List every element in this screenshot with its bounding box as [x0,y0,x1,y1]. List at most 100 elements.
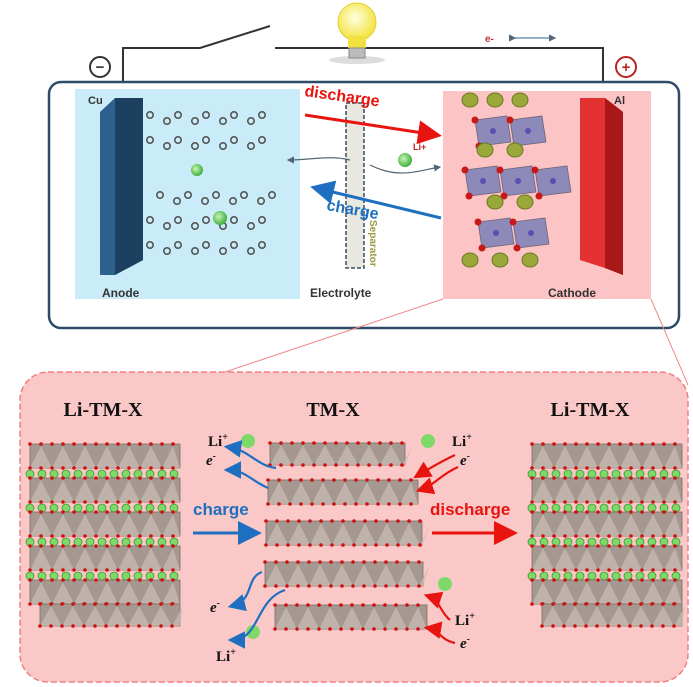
anion-atom [127,500,131,504]
anion-atom [629,442,633,446]
anion-atom [372,627,376,631]
cathode-crystal-structure [461,92,572,268]
carbon-atom [202,241,211,250]
carbon-atom [202,136,211,145]
carbon-atom [146,136,155,145]
anion-atom [585,466,589,470]
octahedron-face [162,514,180,536]
anion-atom [61,442,65,446]
octahedron-face [664,514,682,536]
anion-atom [541,568,545,572]
anion-atom [662,578,666,582]
octahedron-face [140,446,162,468]
anion-atom [273,603,277,607]
lithiated-structure-left [25,442,183,628]
anion-atom [50,510,54,514]
anion-atom [618,510,622,514]
tm-atom [493,230,499,236]
carbon-atom [247,222,256,231]
anion-atom [61,466,65,470]
carbon-atom [202,111,211,120]
anion-atom [618,544,622,548]
anion-atom [170,624,174,628]
anion-atom [28,534,32,538]
octahedron-face [140,582,162,604]
anion-atom [127,568,131,572]
anion-atom [266,502,270,506]
lithium-atom [85,503,95,513]
anion-atom [596,510,600,514]
anion-atom [319,543,323,547]
anion-atom [286,519,290,523]
anion-atom [160,578,164,582]
anion-atom [264,519,268,523]
anion-atom [629,544,633,548]
lithium-atom [587,469,597,479]
anion-atom [640,476,644,480]
anion-atom [662,466,666,470]
anion-atom [530,510,534,514]
anion-atom [171,544,175,548]
carbon-atom [230,136,239,145]
anion-atom [39,568,43,572]
anion-atom [72,510,76,514]
anion-atom [628,624,632,628]
octahedron-face [419,564,430,586]
anion-atom [418,519,422,523]
anion-atom [171,578,175,582]
anion-atom [378,441,382,445]
carbon-atom [163,247,172,256]
anion-atom [584,624,588,628]
anion-atom [607,568,611,572]
anion-atom [574,500,578,504]
octahedron-face [554,582,576,604]
oxygen-atom [509,218,517,226]
electron-label: e- [210,598,220,616]
oxygen-atom [496,166,504,174]
anion-atom [563,476,567,480]
octahedron-face [118,582,140,604]
carbon-atom [257,216,266,225]
anion-atom [541,510,545,514]
lithium-atom [486,92,504,108]
octahedron-face [292,445,314,465]
anion-atom [372,603,376,607]
anion-atom [650,624,654,628]
anion-atom [263,584,267,588]
anion-atom [416,627,420,631]
anion-atom [61,568,65,572]
tm-atom [480,178,486,184]
anion-atom [574,578,578,582]
carbon-atom [191,222,200,231]
anion-atom [618,500,622,504]
octahedron-face [402,445,413,465]
octahedron-face [172,606,183,626]
anion-atom [530,544,534,548]
octahedron-face [598,514,620,536]
anion-atom [376,478,380,482]
oxygen-atom [535,192,543,200]
anion-atom [319,519,323,523]
octahedron-face [74,446,96,468]
anion-atom [148,602,152,606]
anion-atom [317,627,321,631]
anion-atom [629,534,633,538]
li-ion-label: Li+ [216,647,236,665]
anion-atom [332,502,336,506]
anion-atom [137,602,141,606]
anion-atom [573,602,577,606]
anion-atom [285,560,289,564]
anion-atom [263,560,267,564]
anion-atom [38,624,42,628]
anion-atom [329,560,333,564]
anion-atom [318,560,322,564]
anion-atom [264,543,268,547]
anion-atom [552,544,556,548]
anion-atom [171,466,175,470]
anion-atom [562,602,566,606]
anion-atom [93,624,97,628]
ion-flow-to-cathode [369,164,442,174]
anion-atom [394,627,398,631]
lithiated-structure-right [527,442,685,628]
